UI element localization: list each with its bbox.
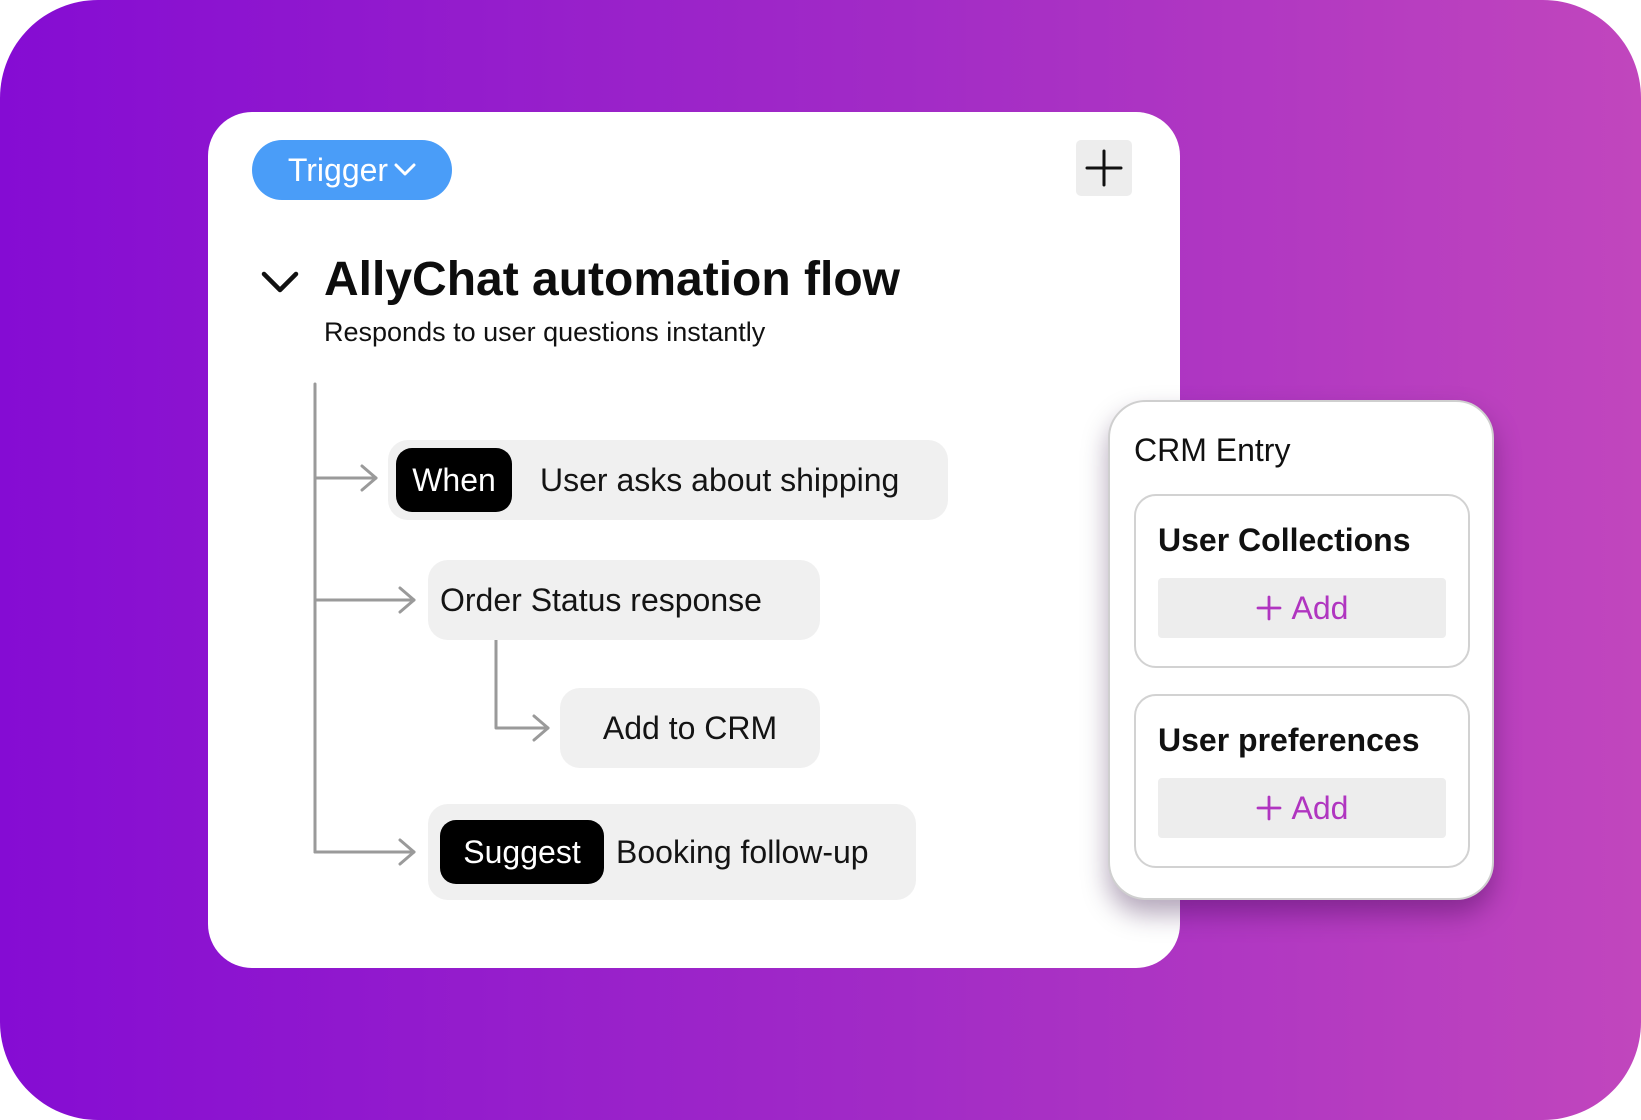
plus-icon xyxy=(1256,595,1281,621)
arrow-right-icon xyxy=(398,838,416,866)
add-label: Add xyxy=(1291,589,1349,626)
collapse-chevron-icon[interactable] xyxy=(260,268,300,298)
user-preferences-section: User preferences Add xyxy=(1134,694,1470,868)
when-tag: When xyxy=(396,448,512,512)
suggest-tag: Suggest xyxy=(440,820,604,884)
flow-node-add-to-crm[interactable]: Add to CRM xyxy=(560,688,820,768)
arrow-right-icon xyxy=(532,714,550,742)
branch-line xyxy=(494,638,550,730)
arrow-right-icon xyxy=(360,464,378,492)
section-title: User Collections xyxy=(1158,522,1411,558)
plus-icon xyxy=(1256,795,1281,821)
node-text: Order Status response xyxy=(440,581,762,618)
trigger-dropdown[interactable]: Trigger xyxy=(252,140,452,200)
flow-node-when[interactable]: When User asks about shipping xyxy=(388,440,948,520)
arrow-right-icon xyxy=(398,586,416,614)
add-user-preference-button[interactable]: Add xyxy=(1158,778,1446,838)
add-user-collection-button[interactable]: Add xyxy=(1158,578,1446,638)
add-label: Add xyxy=(1291,789,1349,826)
section-title: User preferences xyxy=(1158,722,1420,758)
crm-panel-title: CRM Entry xyxy=(1134,432,1291,468)
chevron-down-icon xyxy=(394,163,416,176)
plus-icon xyxy=(1085,149,1123,187)
node-text: Booking follow-up xyxy=(616,833,869,870)
flow-title: AllyChat automation flow xyxy=(324,253,900,306)
flow-node-order-status[interactable]: Order Status response xyxy=(428,560,820,640)
add-step-button[interactable] xyxy=(1076,140,1132,196)
node-text: User asks about shipping xyxy=(540,461,900,498)
flow-card: Trigger AllyChat automation flow Respond… xyxy=(208,112,1180,968)
crm-entry-panel: CRM Entry User Collections Add User pref… xyxy=(1108,400,1494,900)
flow-node-suggest[interactable]: Suggest Booking follow-up xyxy=(428,804,916,900)
trigger-label: Trigger xyxy=(287,151,389,188)
user-collections-section: User Collections Add xyxy=(1134,494,1470,668)
flow-subtitle: Responds to user questions instantly xyxy=(324,317,766,347)
node-text: Add to CRM xyxy=(602,709,778,746)
